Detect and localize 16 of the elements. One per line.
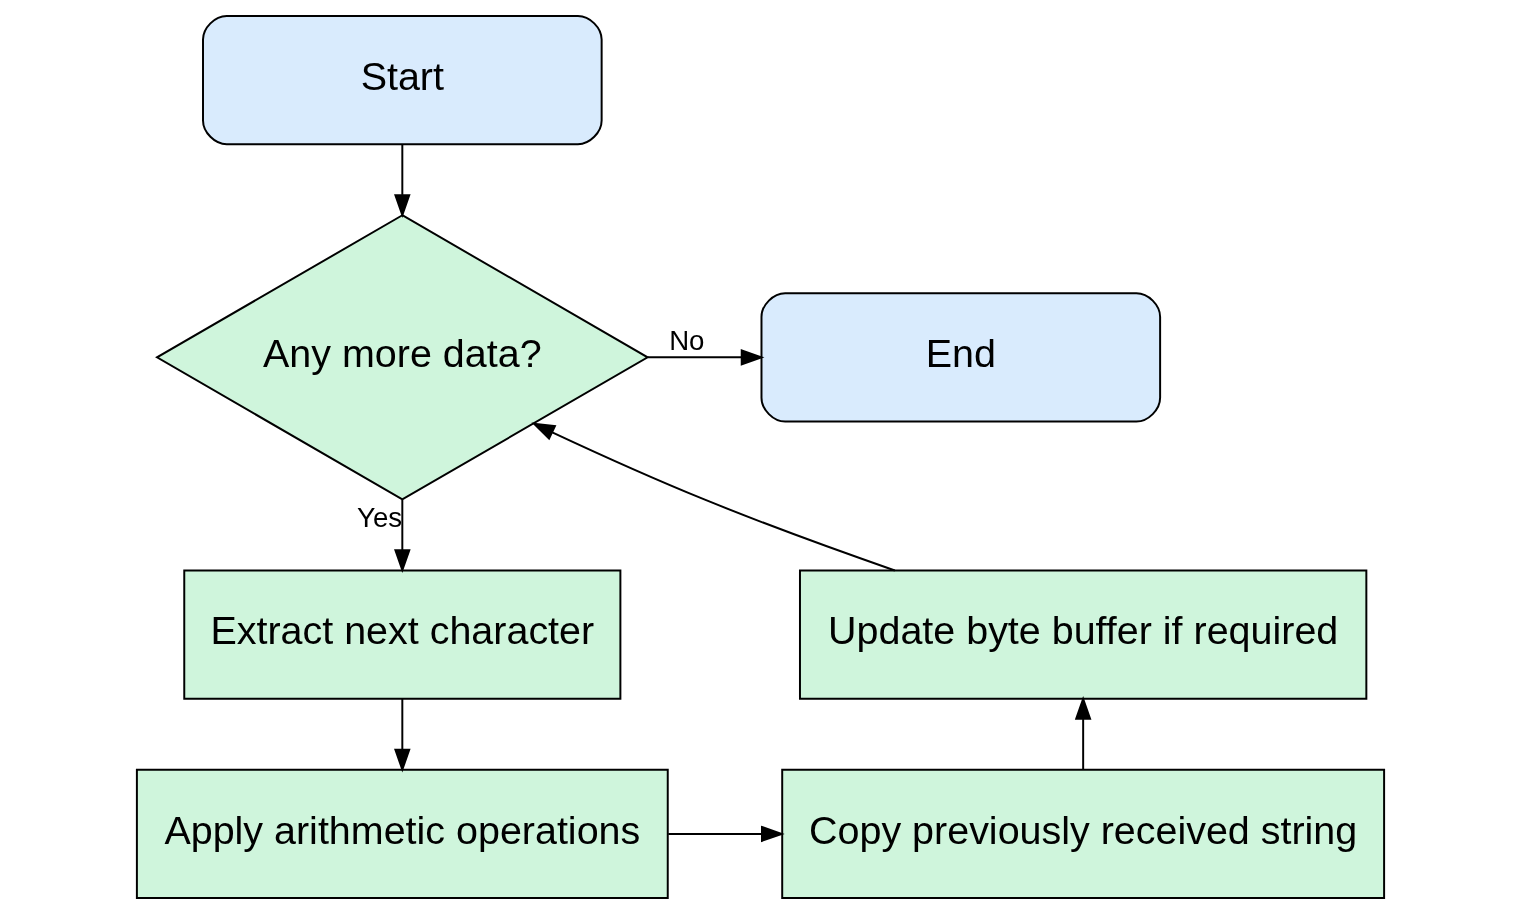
node-box: Apply arithmetic operations — [135, 768, 669, 900]
node-box: Copy previously received string — [780, 768, 1385, 900]
node-box: Start — [201, 14, 603, 146]
arrow — [530, 422, 896, 572]
arrow — [393, 697, 411, 773]
node-box: End — [760, 292, 1161, 423]
arrow — [393, 499, 411, 574]
arrow — [393, 143, 411, 218]
arrow — [646, 349, 764, 366]
arrow — [1074, 695, 1091, 771]
node-box: Extract next character — [182, 569, 621, 700]
node-box: Update byte buffer if required — [798, 569, 1367, 700]
edge-label: No — [668, 324, 704, 356]
node-diamond: Any more data? — [154, 214, 650, 501]
edge-label: Yes — [356, 502, 402, 534]
arrow — [666, 825, 785, 843]
